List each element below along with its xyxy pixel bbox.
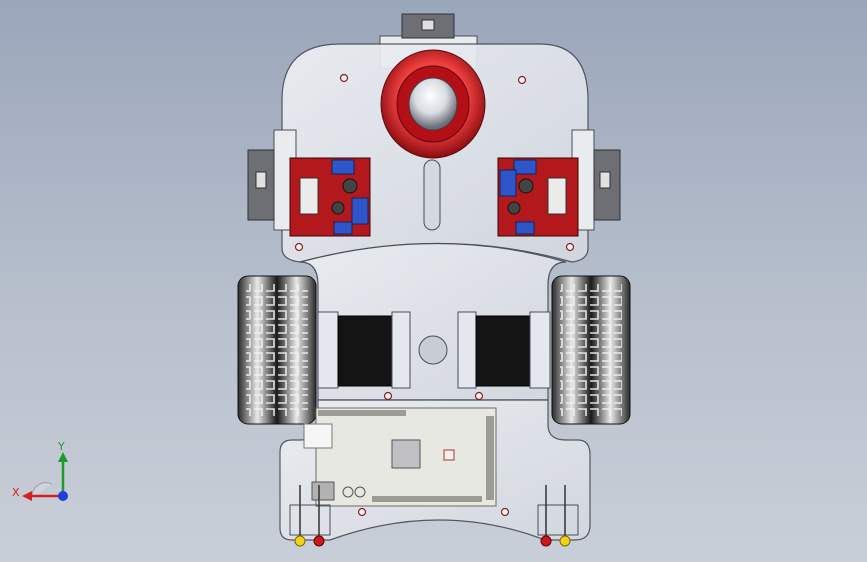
right-led-sensor: [537, 485, 579, 547]
left-stepper-motor[interactable]: [317, 311, 411, 389]
left-wheel[interactable]: [237, 275, 317, 425]
coordinate-triad: Y X: [12, 440, 82, 510]
y-axis-label: Y: [58, 440, 65, 453]
axis-triad-icon: [22, 452, 68, 501]
right-motor-driver[interactable]: [497, 157, 579, 237]
left-side-mount: [247, 129, 297, 231]
right-stepper-motor[interactable]: [457, 311, 551, 389]
x-axis-label: X: [12, 486, 20, 499]
right-wheel[interactable]: [551, 275, 631, 425]
caster-ball[interactable]: [380, 49, 486, 159]
left-motor-driver[interactable]: [289, 157, 371, 237]
left-led-sensor: [289, 485, 331, 547]
controller-board[interactable]: [303, 407, 497, 507]
right-side-mount: [571, 129, 621, 231]
mounting-screws: [294, 73, 575, 517]
